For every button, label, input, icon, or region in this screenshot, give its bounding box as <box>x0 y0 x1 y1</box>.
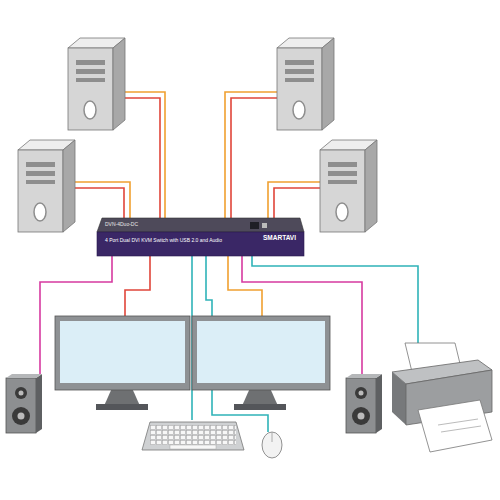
speaker <box>6 374 42 433</box>
kvm-switch: DVN-4Duo-DC 4 Port Dual DVI KVM Switch wi… <box>97 218 304 256</box>
brand-logo: SMARTAVI <box>263 234 296 241</box>
keyboard <box>142 422 244 450</box>
product-label: 4 Port Dual DVI KVM Switch with USB 2.0 … <box>105 238 222 244</box>
model-label: DVN-4Duo-DC <box>105 222 138 228</box>
printer <box>392 343 492 452</box>
computer-tower <box>320 140 377 232</box>
peripheral-cables <box>40 256 418 432</box>
speaker <box>346 374 382 433</box>
computer-tower <box>68 38 125 130</box>
monitor <box>55 316 190 410</box>
mouse <box>262 432 282 458</box>
monitor <box>192 316 330 410</box>
kvm-switch-body <box>97 218 304 256</box>
computer-tower <box>18 140 75 232</box>
computer-tower <box>277 38 334 130</box>
